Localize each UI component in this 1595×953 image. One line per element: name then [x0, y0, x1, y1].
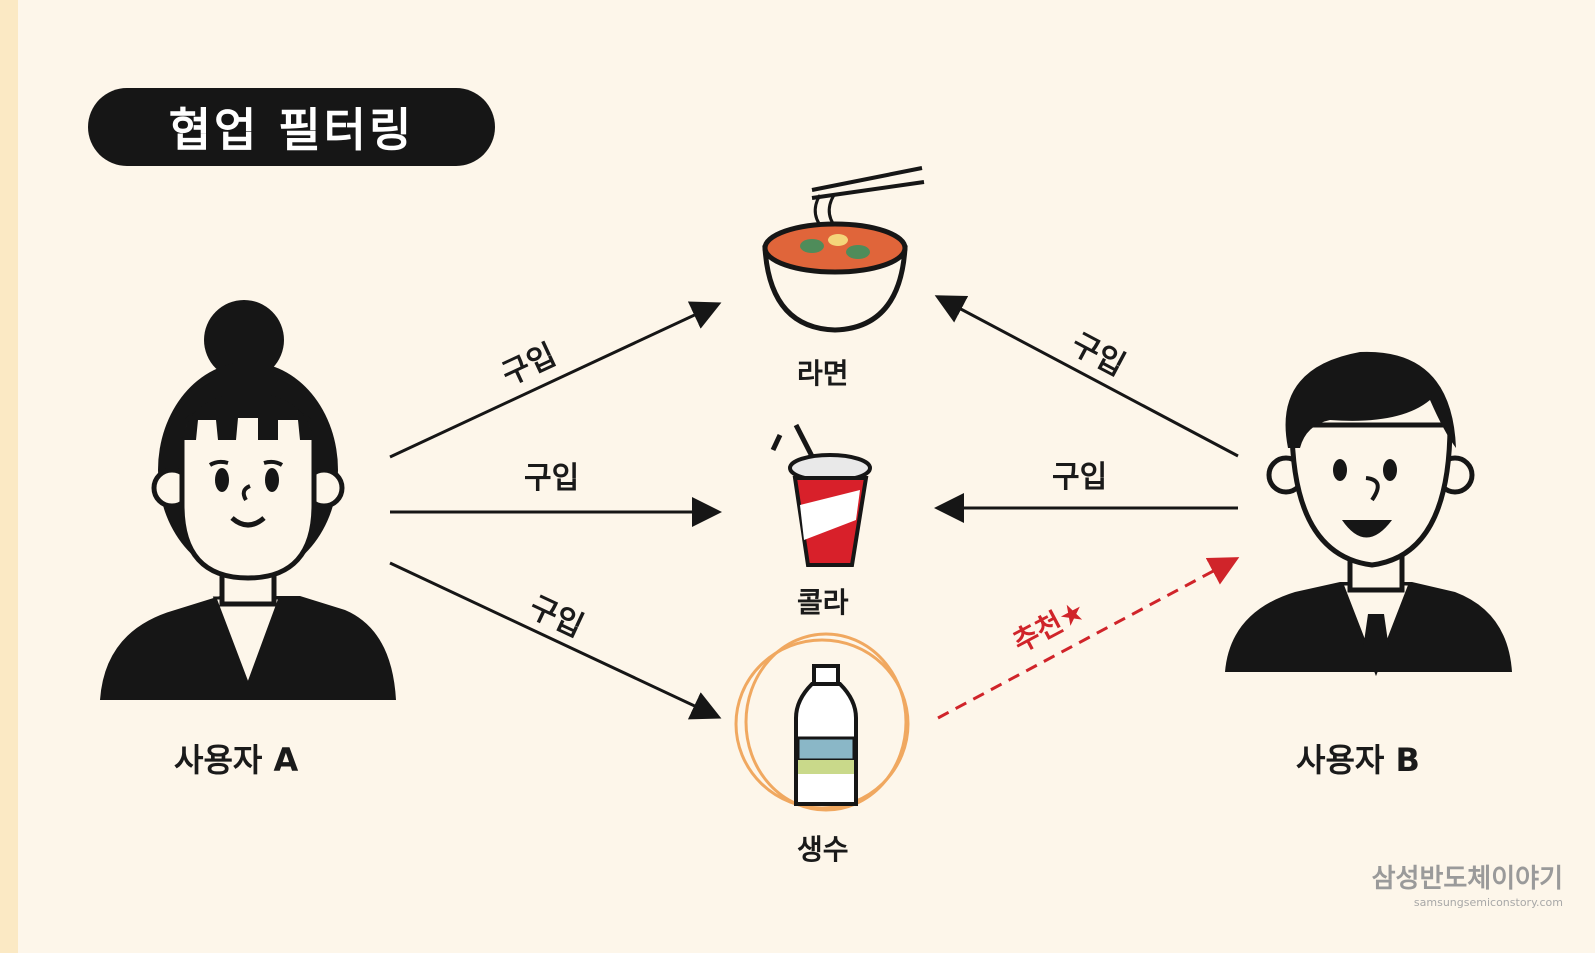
item-label-ramen: 라면	[797, 357, 849, 390]
cola-illustration	[770, 423, 872, 567]
user-a-label: 사용자 A	[174, 741, 299, 779]
edge-a-ramen	[389, 301, 722, 459]
edge-a-water	[389, 561, 722, 720]
watermark-url: samsungsemiconstory.com	[1413, 896, 1563, 909]
edge-b-ramen	[934, 295, 1239, 458]
item-label-cola: 콜라	[797, 586, 849, 619]
water-illustration	[734, 632, 910, 812]
diagram-title: 협업 필터링	[168, 103, 415, 157]
watermark-brand: 삼성반도체이야기	[1371, 864, 1563, 894]
left-accent-band	[0, 0, 18, 953]
user-b-label: 사용자 B	[1296, 741, 1420, 779]
user-a-illustration	[100, 300, 396, 700]
edge-label-b-cola: 구입	[1052, 460, 1108, 495]
ramen-illustration	[762, 166, 925, 333]
edge-recommend	[937, 557, 1240, 720]
edge-label-a-cola: 구입	[524, 461, 580, 496]
item-label-water: 생수	[797, 833, 849, 866]
title-badge: 협업 필터링	[88, 88, 495, 166]
user-b-illustration	[1225, 351, 1512, 677]
